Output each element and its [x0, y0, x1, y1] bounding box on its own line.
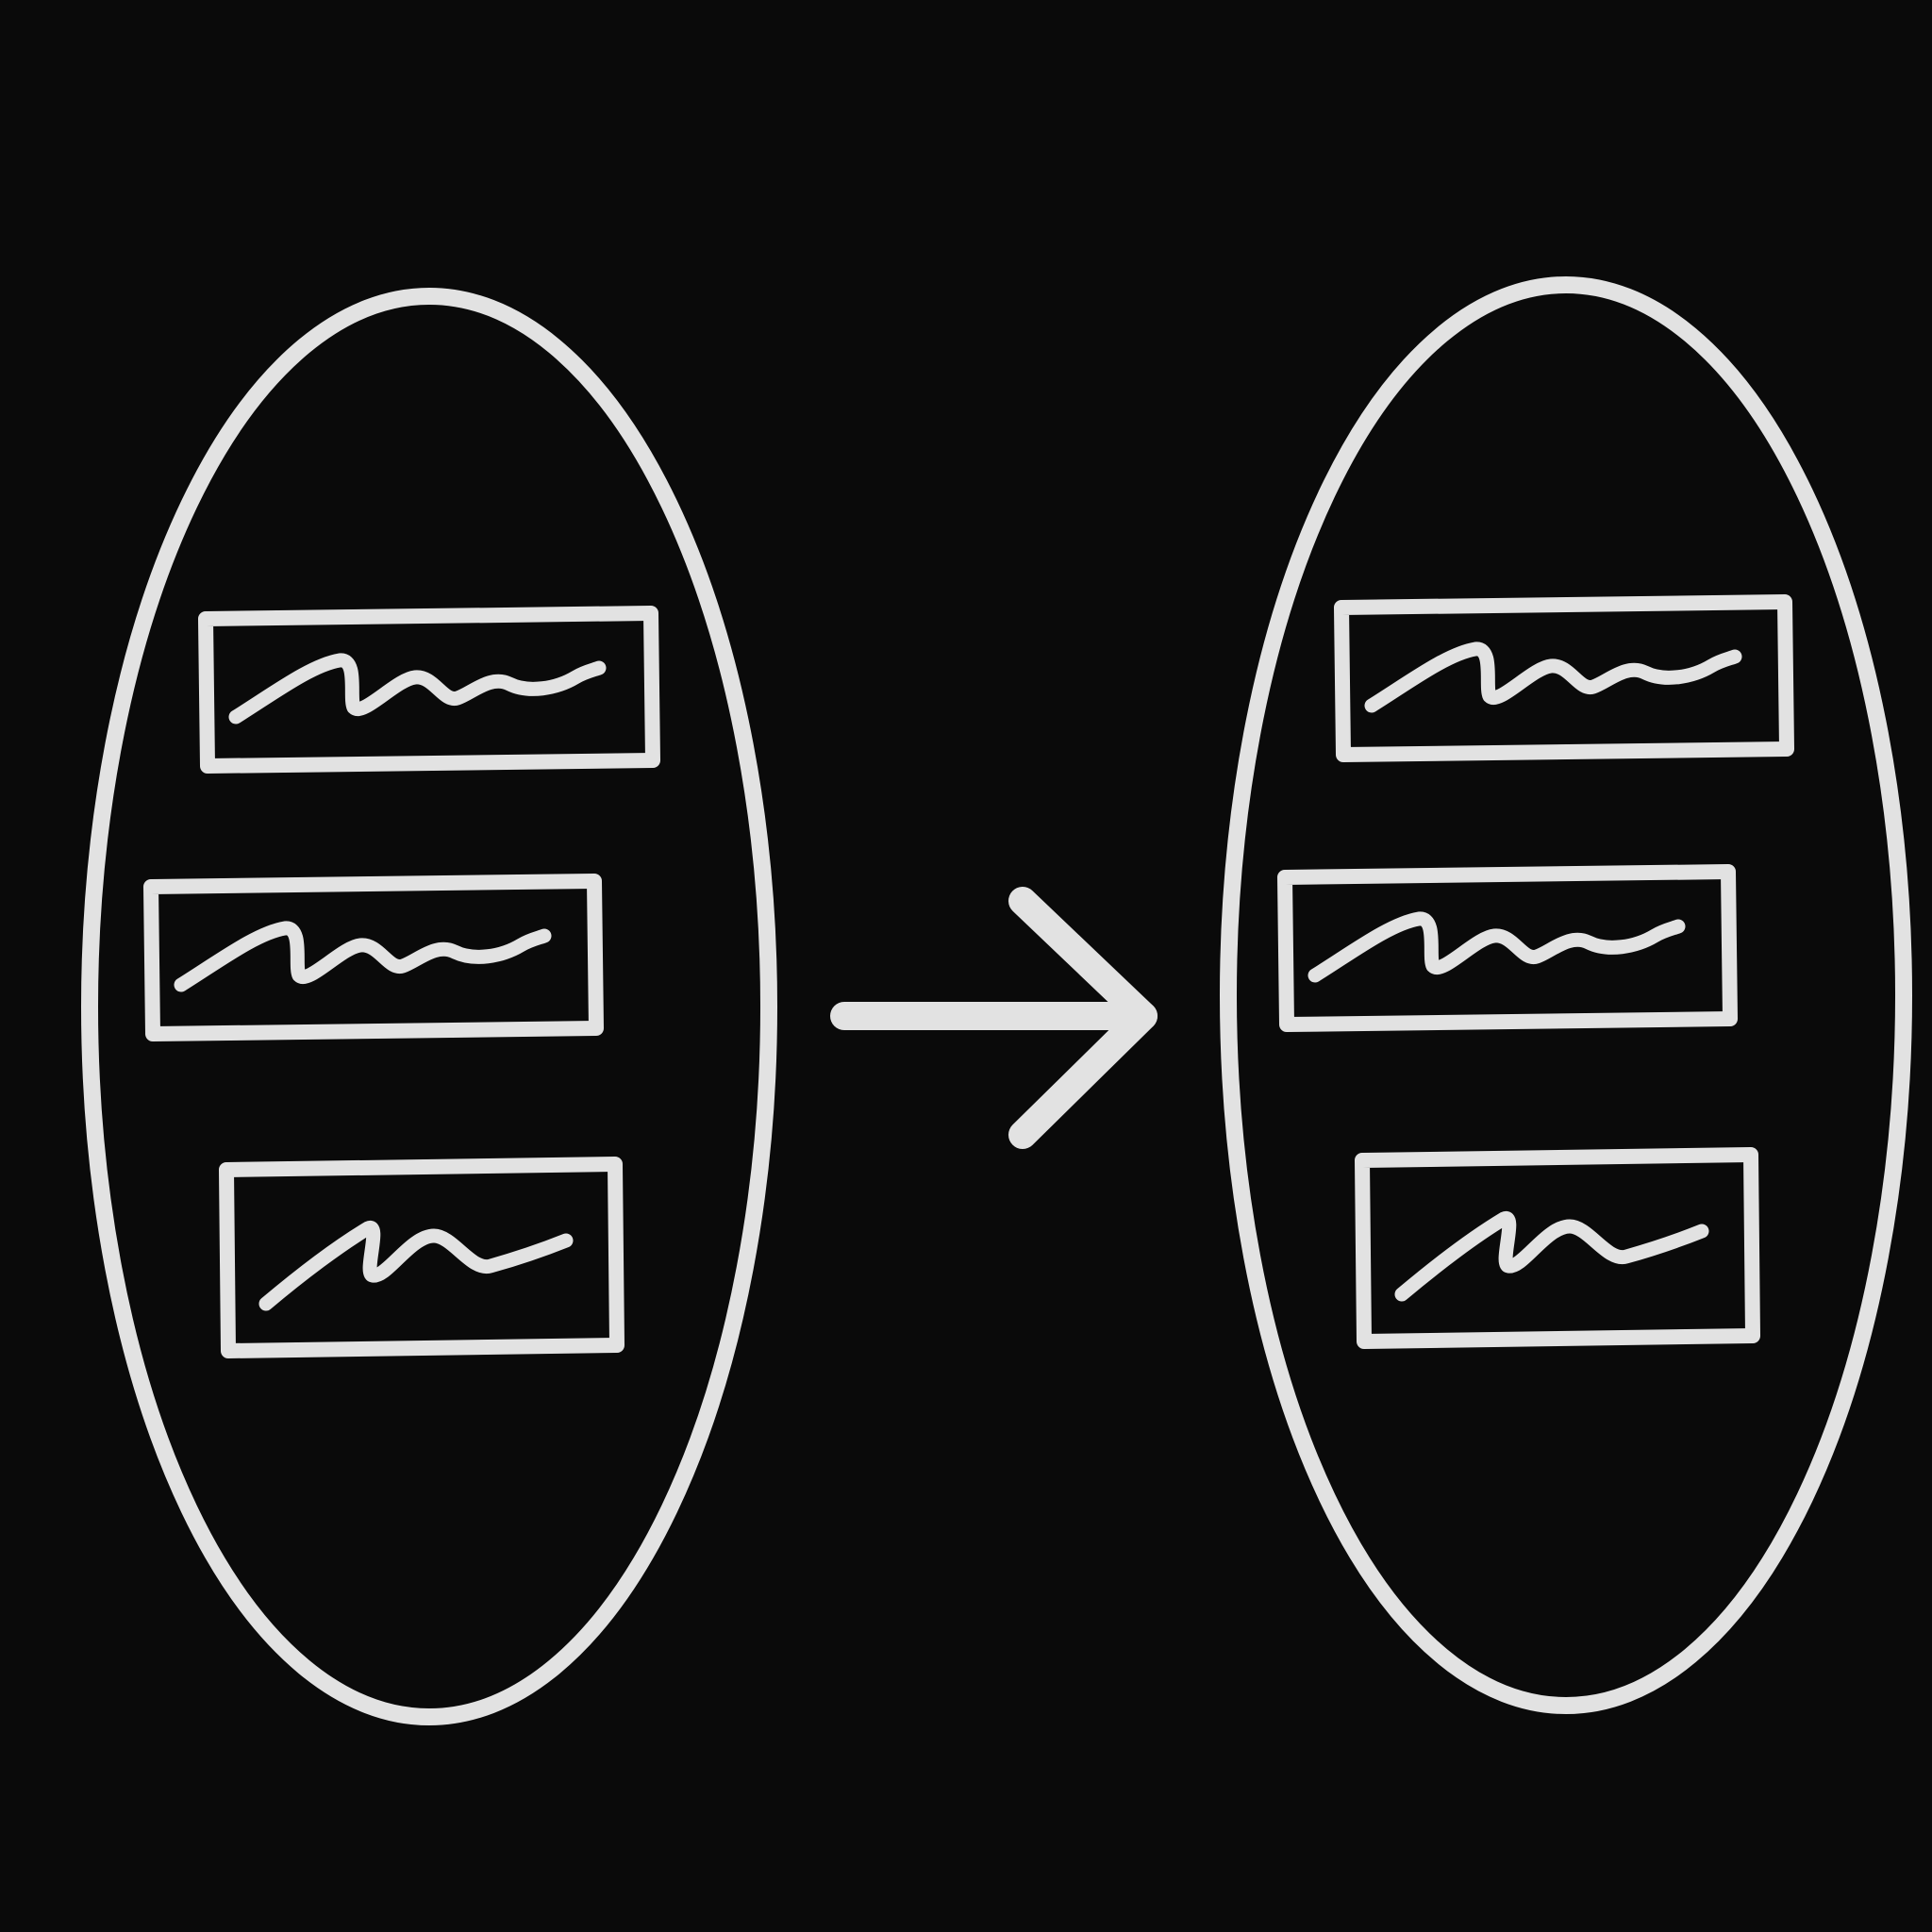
target-item-2-scribble	[1307, 911, 1686, 983]
source-item-3-scribble	[258, 1221, 574, 1311]
source-set-oval	[81, 288, 777, 1725]
source-item-2-box	[143, 874, 604, 1041]
target-item-1-box	[1334, 594, 1794, 762]
source-item-3	[219, 1157, 625, 1358]
target-set-oval	[1220, 276, 1912, 1714]
target-set	[1220, 276, 1912, 1714]
source-item-1-box	[198, 606, 660, 774]
target-item-1	[1334, 594, 1794, 762]
source-item-1-scribble	[228, 653, 607, 724]
source-item-3-box	[219, 1157, 625, 1358]
target-item-3-scribble	[1394, 1211, 1709, 1302]
source-set	[81, 288, 777, 1725]
source-item-1	[198, 606, 660, 774]
target-item-3-box	[1355, 1147, 1760, 1349]
target-item-1-scribble	[1364, 641, 1742, 713]
source-item-2-scribble	[174, 921, 552, 992]
target-item-2	[1277, 864, 1738, 1032]
right-arrow-icon	[830, 887, 1158, 1149]
arrow-head	[1008, 887, 1158, 1149]
source-item-2	[143, 874, 604, 1041]
target-item-2-box	[1277, 864, 1738, 1032]
target-item-3	[1355, 1147, 1760, 1349]
